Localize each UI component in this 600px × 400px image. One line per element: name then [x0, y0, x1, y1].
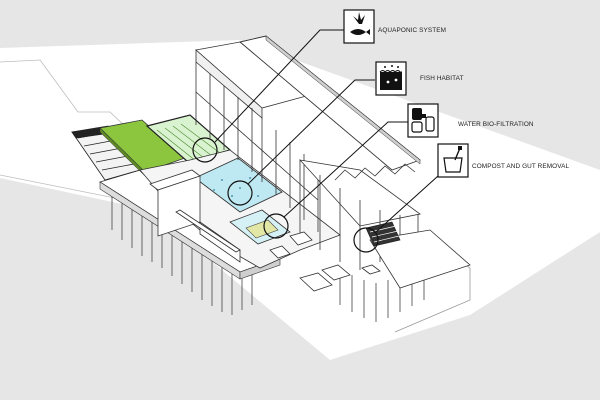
annotation-label-fish-habitat: FISH HABITAT [420, 75, 464, 82]
fish-tank-icon [375, 61, 407, 96]
lower-wing-walls [149, 169, 241, 263]
annotation-label-compost: COMPOST AND GUT REMOVAL [472, 163, 569, 170]
main-roof-edge [265, 35, 421, 165]
filtration-tanks [245, 219, 279, 239]
fish-habitat-pool [194, 157, 283, 213]
annotation-label-aquaponic: AQUAPONIC SYSTEM [378, 27, 446, 34]
annotation-label-bio-filtration: WATER BIO-FILTRATION [458, 121, 534, 128]
filtration-tank-icon [407, 103, 439, 138]
compost-bin-icon [437, 143, 469, 178]
boats [269, 231, 381, 292]
callout-circles [192, 137, 379, 253]
pool-fish [213, 177, 259, 197]
dock-steps [365, 221, 401, 247]
loading-dock [369, 229, 471, 289]
plant-and-fish-icon [343, 9, 375, 44]
